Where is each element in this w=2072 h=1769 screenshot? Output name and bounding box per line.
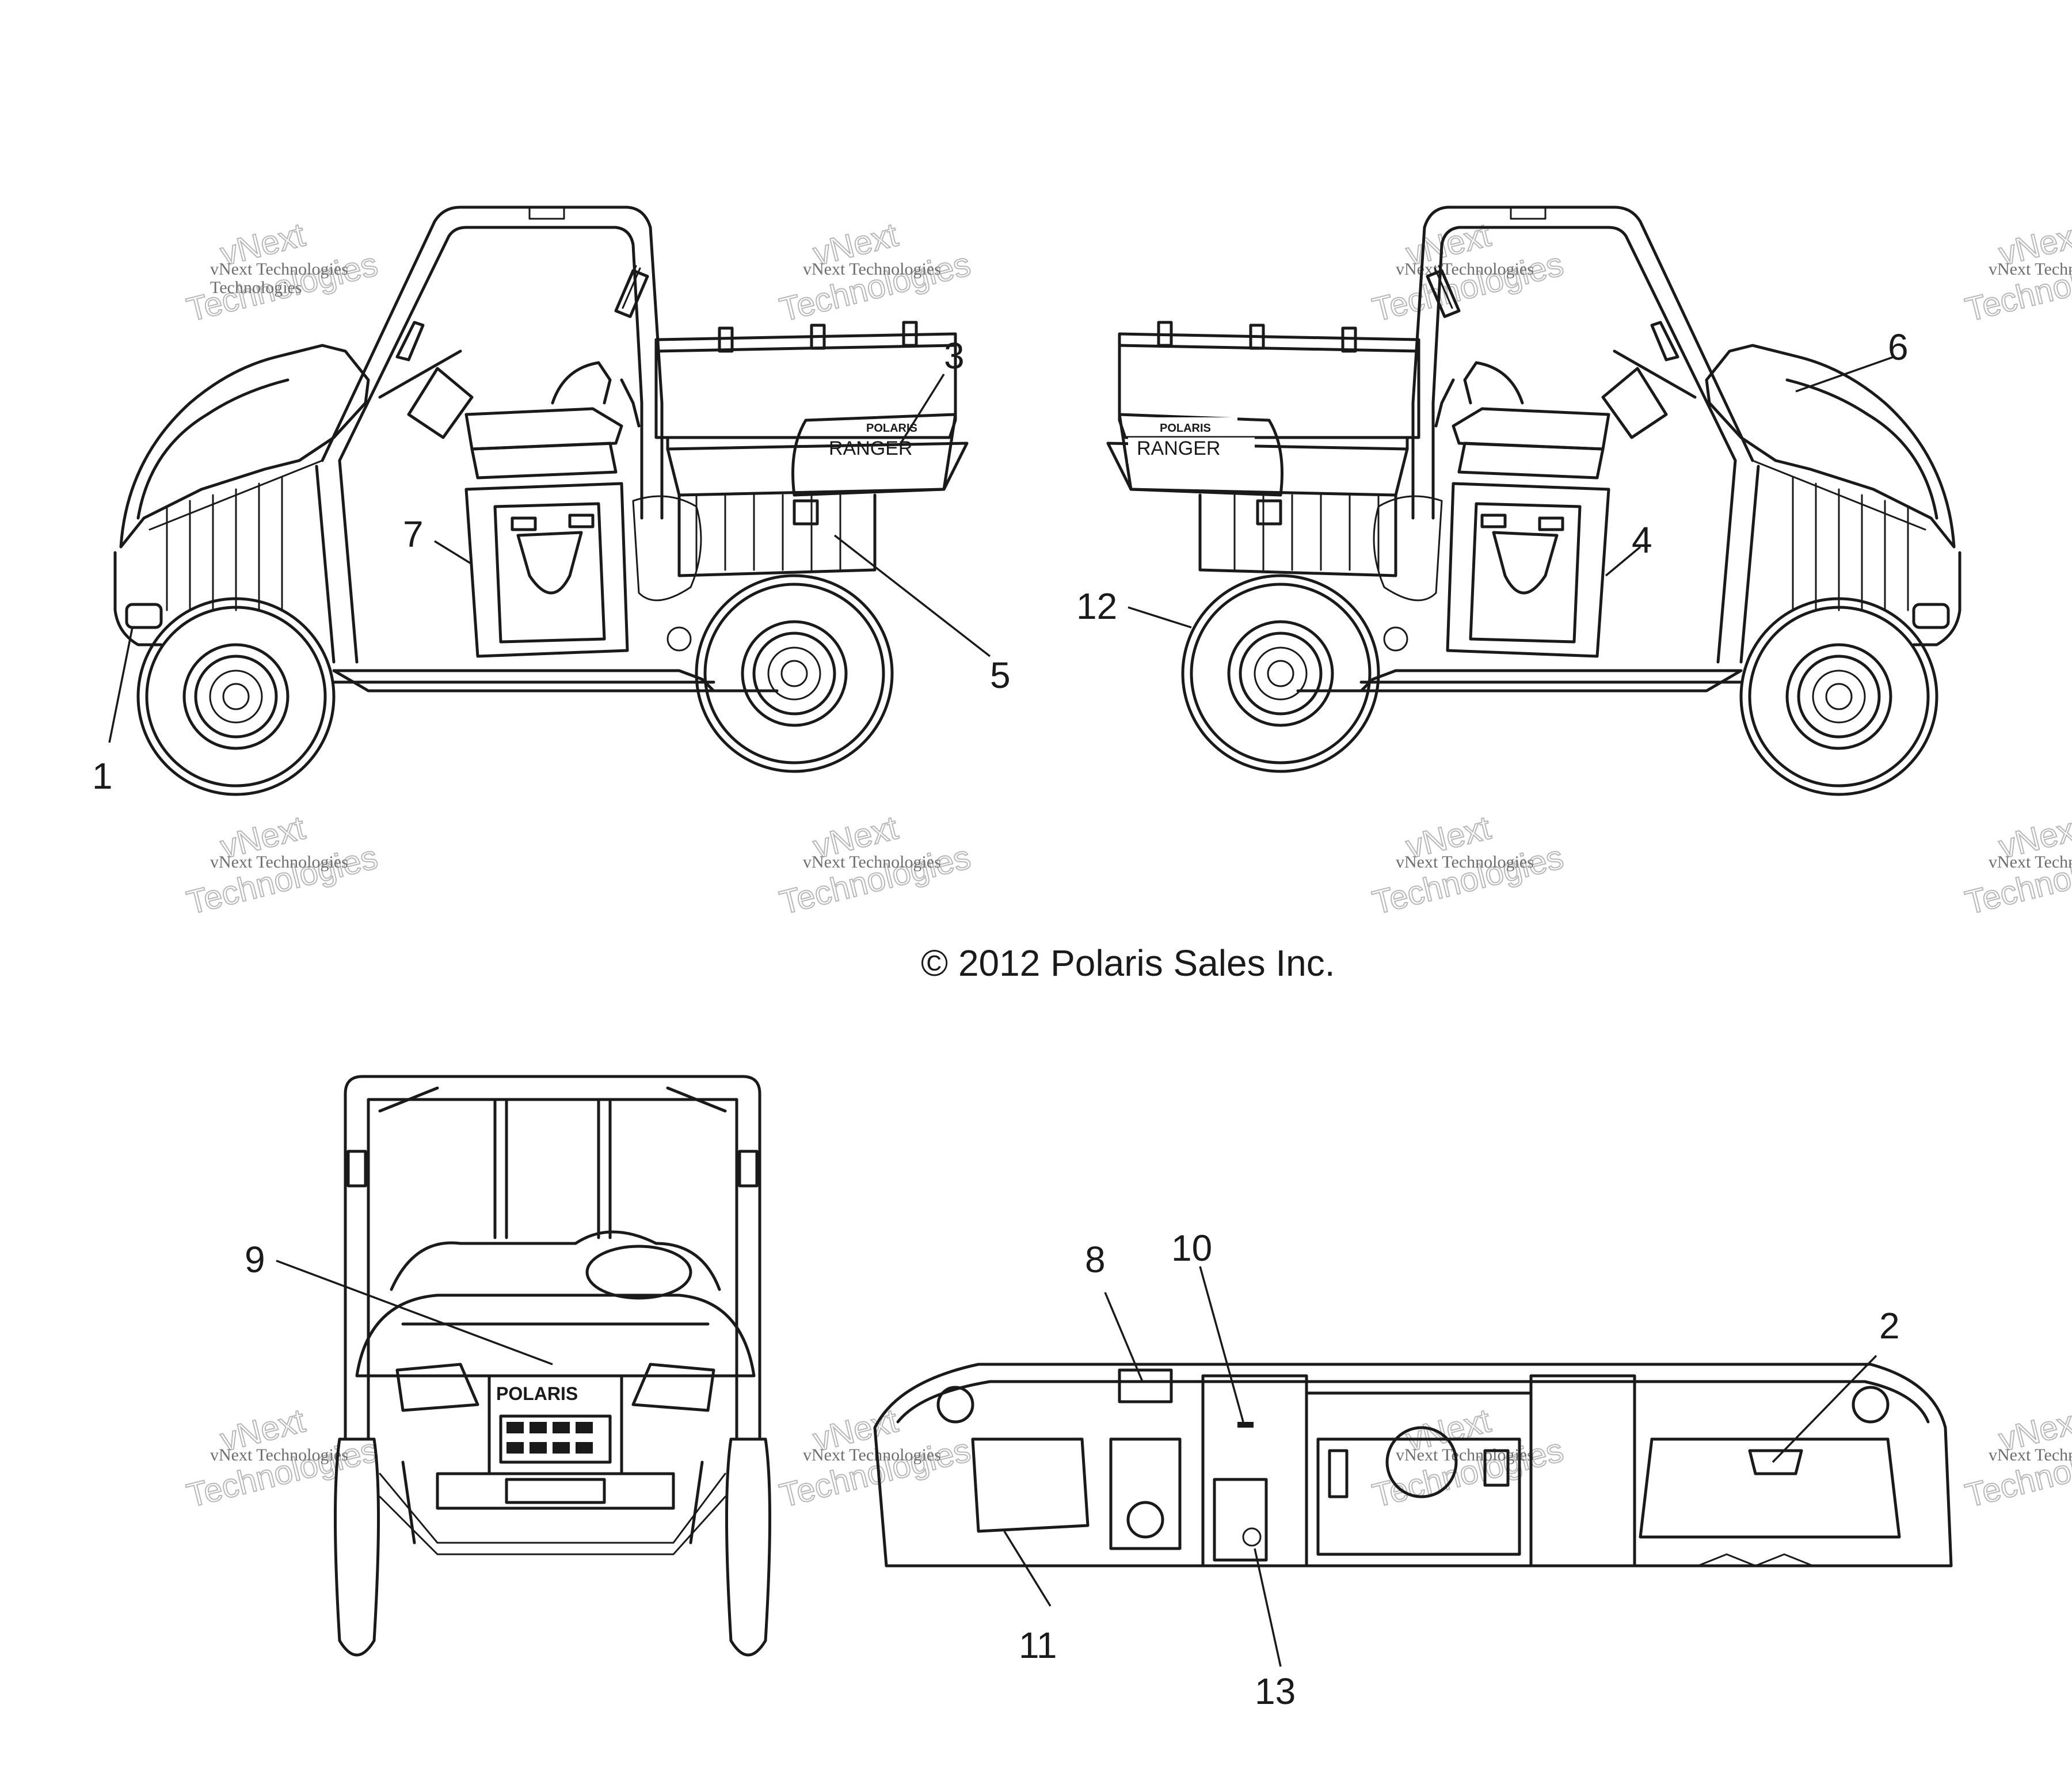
- watermark-text: vNext Technologies: [803, 853, 941, 872]
- svg-text:9: 9: [245, 1239, 265, 1280]
- vehicle-right-side-view: [1108, 207, 1960, 794]
- watermark-text: vNext Technologies: [210, 1445, 348, 1464]
- callout-1: 1: [92, 627, 134, 797]
- svg-text:3: 3: [944, 335, 965, 376]
- vehicle-left-side-view: POLARIS RANGER: [113, 206, 969, 796]
- grille-brand-text: POLARIS: [496, 1383, 578, 1404]
- svg-text:10: 10: [1171, 1227, 1212, 1269]
- watermark-text: vNext Technologies: [1396, 260, 1534, 279]
- callout-9: 9: [245, 1239, 553, 1365]
- watermark-text: vNext Technologies: [1396, 853, 1534, 872]
- callout-13: 13: [1254, 1548, 1296, 1712]
- callout-2: 2: [1772, 1305, 1900, 1463]
- watermark-text: vNext Technologies: [210, 853, 348, 872]
- callout-11: 11: [1003, 1531, 1057, 1666]
- svg-text:6: 6: [1888, 326, 1909, 368]
- model-decal-text-right: RANGER: [1137, 438, 1220, 459]
- callout-6: 6: [1795, 326, 1909, 393]
- svg-text:11: 11: [1019, 1625, 1057, 1666]
- copyright-text: © 2012 Polaris Sales Inc.: [921, 942, 1335, 984]
- callout-3: 3: [900, 335, 965, 444]
- callout-7: 7: [403, 513, 473, 565]
- svg-text:4: 4: [1632, 519, 1652, 561]
- callout-4: 4: [1605, 519, 1652, 577]
- svg-text:13: 13: [1255, 1671, 1296, 1712]
- brand-decal-text: POLARIS: [866, 422, 917, 435]
- watermark-text: vNext Technologies: [1989, 853, 2072, 872]
- callout-10: 10: [1171, 1227, 1244, 1422]
- model-decal-text: RANGER: [829, 438, 912, 459]
- watermark-text: Technologies: [210, 278, 302, 297]
- watermark-text: vNext Technologies: [1396, 1445, 1534, 1464]
- watermark-text: vNext Technologies: [1989, 1445, 2072, 1464]
- svg-text:2: 2: [1879, 1305, 1900, 1346]
- svg-text:7: 7: [403, 513, 424, 555]
- svg-text:5: 5: [990, 655, 1011, 696]
- svg-text:8: 8: [1085, 1239, 1106, 1280]
- watermarks: vNext Technologies vNext Technologies Te…: [182, 215, 2072, 1515]
- callout-12: 12: [1076, 585, 1192, 629]
- watermark-text: vNext Technologies: [803, 260, 941, 279]
- svg-text:1: 1: [92, 755, 113, 797]
- watermark-text: vNext Technologies: [1989, 260, 2072, 279]
- watermark-text: vNext Technologies: [803, 1445, 941, 1464]
- watermark-text: vNext Technologies: [210, 260, 348, 279]
- callout-8: 8: [1085, 1239, 1144, 1382]
- dashboard-view: [873, 1363, 1953, 1568]
- vehicle-front-view: POLARIS: [334, 1075, 771, 1657]
- callouts: 1 3 5 7 12 4 6 9: [92, 326, 1909, 1712]
- brand-decal-text-right: POLARIS: [1160, 422, 1211, 435]
- callout-5: 5: [833, 534, 1011, 696]
- svg-text:12: 12: [1076, 585, 1117, 627]
